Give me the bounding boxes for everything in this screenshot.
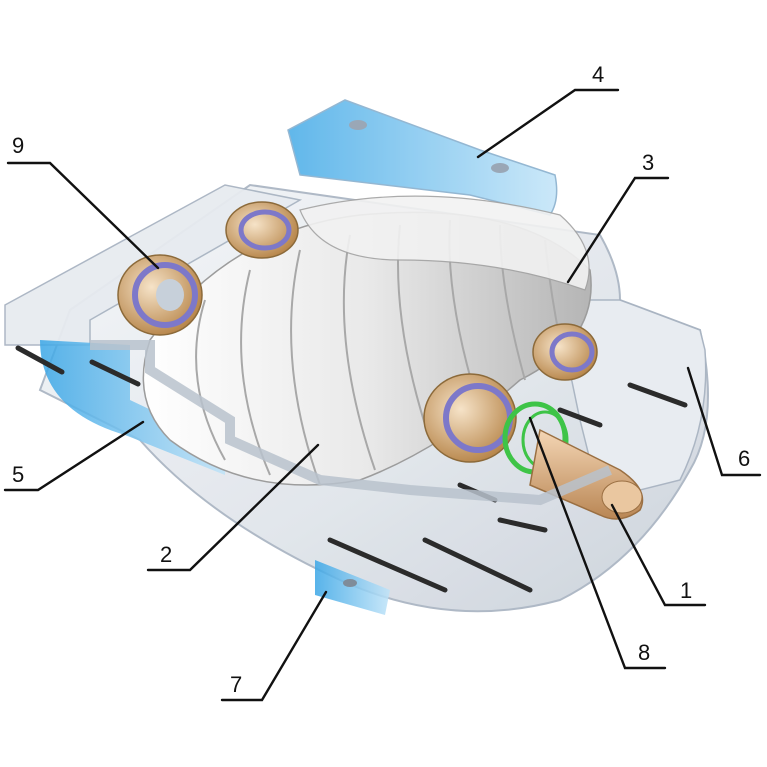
callout-6: 6 <box>738 446 750 471</box>
leader-lines <box>3 88 762 702</box>
callout-7: 7 <box>230 672 242 697</box>
right-bearing-small <box>532 323 598 381</box>
callout-numbers: 1 2 3 4 5 6 7 8 9 <box>12 62 750 697</box>
right-bearing-large <box>423 373 517 463</box>
female-rotor <box>299 195 590 291</box>
leader-8 <box>528 416 667 670</box>
left-bearing-upper <box>225 201 299 259</box>
bottom-flange-hole <box>343 579 357 587</box>
leader-4 <box>476 88 620 159</box>
drive-shaft-end <box>601 480 643 514</box>
bottom-flange <box>315 560 390 615</box>
left-bearing-lower <box>117 254 203 336</box>
leader-3 <box>566 176 670 284</box>
callout-5: 5 <box>12 462 24 487</box>
callout-1: 1 <box>680 578 692 603</box>
leader-7 <box>220 590 328 702</box>
leader-9 <box>6 161 160 270</box>
section-cut-line <box>90 340 612 506</box>
top-flange-hole <box>349 120 367 130</box>
leader-5 <box>3 420 145 492</box>
callout-2: 2 <box>160 542 172 567</box>
leader-1 <box>610 503 707 607</box>
callout-9: 9 <box>12 133 24 158</box>
callout-3: 3 <box>642 150 654 175</box>
callout-4: 4 <box>592 62 604 87</box>
leader-6 <box>686 366 762 477</box>
leader-2 <box>146 443 320 572</box>
callout-8: 8 <box>638 640 650 665</box>
top-flange-hole-2 <box>491 163 509 173</box>
